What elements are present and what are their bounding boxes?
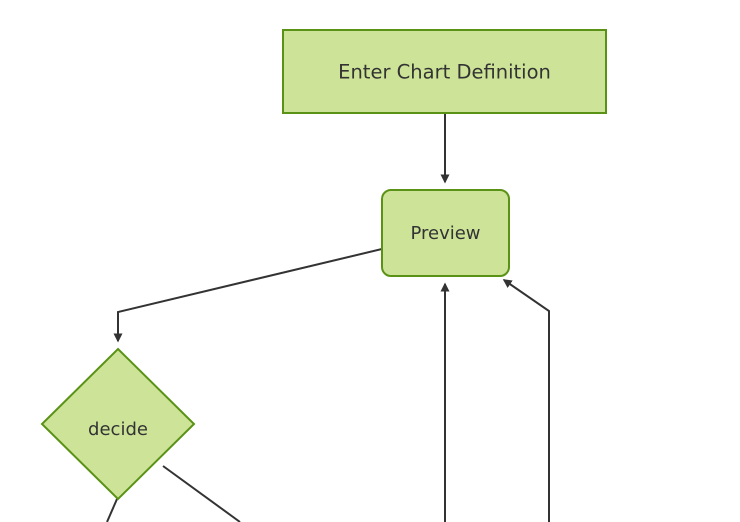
node-enter-chart-definition-shape[interactable]: [282, 29, 607, 114]
edge-layer: [106, 113, 550, 522]
node-decide-shape[interactable]: [40, 347, 196, 501]
node-decide[interactable]: decide: [40, 347, 196, 501]
node-enter-chart-definition-label: Enter Chart Definition: [338, 61, 551, 84]
node-preview-label: Preview: [410, 223, 480, 244]
node-layer: Enter Chart Definition Preview decide: [40, 29, 607, 501]
edge-preview-to-decide: [113, 248, 383, 343]
node-preview-shape[interactable]: [381, 189, 510, 277]
node-preview[interactable]: Preview: [381, 189, 510, 277]
edge-bottom-right-to-preview: [502, 279, 550, 522]
edge-decide-to-offscreen-left: [106, 498, 118, 522]
node-enter-chart-definition[interactable]: Enter Chart Definition: [282, 29, 607, 114]
edge-decide-to-offscreen-right: [162, 465, 241, 522]
node-decide-label: decide: [88, 419, 148, 440]
